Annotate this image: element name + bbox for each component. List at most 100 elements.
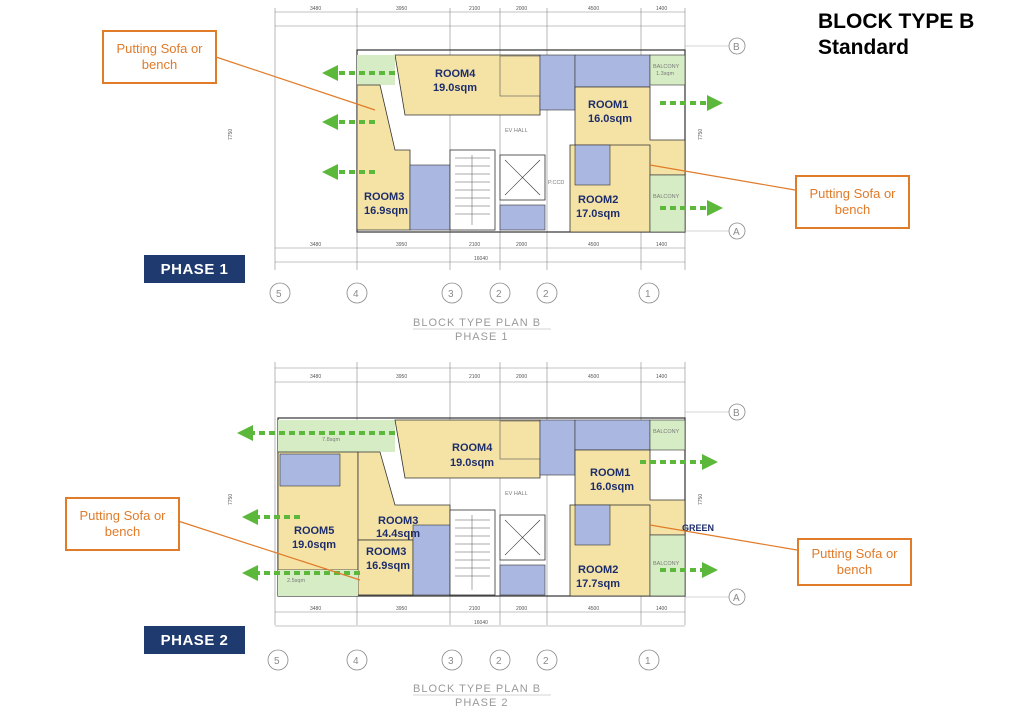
phase1-dimensions-bottom bbox=[275, 247, 685, 263]
phase1-total-dim: 16040 bbox=[474, 256, 488, 262]
block-variant-title: Standard bbox=[818, 36, 910, 59]
phase1-room3-bath bbox=[409, 164, 451, 231]
phase1-side-dim-right: 7750 bbox=[698, 129, 704, 140]
phase1-pcd-label: P.CCD bbox=[548, 180, 564, 186]
grid-bubble-label: 4 bbox=[353, 656, 359, 667]
phase2-bath-top-left bbox=[539, 419, 576, 476]
phase2-room2-label: ROOM2 bbox=[578, 564, 618, 576]
phase1-plan-subtitle: PHASE 1 bbox=[455, 331, 508, 343]
phase1-balcony-bottom-label: BALCONY bbox=[653, 194, 680, 200]
dim-label: 1400 bbox=[656, 242, 667, 248]
phase2-callout-left: Putting Sofa or bench bbox=[65, 497, 180, 551]
dim-label: 3480 bbox=[310, 6, 321, 12]
phase2-balcony-top-label: BALCONY bbox=[653, 429, 680, 435]
dim-label: 3950 bbox=[396, 606, 407, 612]
dim-label: 2100 bbox=[469, 374, 480, 380]
phase1-badge: PHASE 1 bbox=[144, 255, 245, 283]
phase1-stair-treads bbox=[455, 155, 490, 225]
dim-label: 1400 bbox=[656, 374, 667, 380]
phase2-plan: 3480 3950 2100 2000 4500 1400 bbox=[174, 362, 798, 709]
phase1-bath-top-left bbox=[539, 54, 576, 111]
phase2-room2-area: 17.7sqm bbox=[576, 578, 620, 590]
phase2-room5-label: ROOM5 bbox=[294, 525, 334, 537]
phase1-plan-title: BLOCK TYPE PLAN B bbox=[413, 317, 541, 329]
phase2-room2-bath bbox=[574, 504, 611, 546]
phase2-room3a-area: 14.4sqm bbox=[376, 528, 420, 540]
dim-label: 4500 bbox=[588, 374, 599, 380]
dim-label: 3950 bbox=[396, 242, 407, 248]
phase2-room4-label: ROOM4 bbox=[452, 442, 493, 454]
phase2-room4-bath bbox=[499, 420, 541, 460]
phase1-bath-top-right bbox=[574, 54, 651, 88]
phase1-callout-right-leader bbox=[649, 164, 796, 191]
grid-bubble-label: 2 bbox=[496, 656, 502, 667]
phase2-small-area-bottom: 2.5sqm bbox=[287, 578, 305, 584]
phase1-balcony-bottom bbox=[649, 174, 686, 233]
phase1-room4-area: 19.0sqm bbox=[433, 82, 477, 94]
dim-label: 2000 bbox=[516, 606, 527, 612]
phase2-wc bbox=[499, 564, 546, 596]
dim-label: 4500 bbox=[588, 6, 599, 12]
phase1-flow-arrows bbox=[322, 65, 723, 216]
phase2-total-dim: 16040 bbox=[474, 620, 488, 626]
dim-label: 4500 bbox=[588, 606, 599, 612]
phase1-ev-hall-label: EV HALL bbox=[505, 128, 528, 134]
dim-label: 3950 bbox=[396, 374, 407, 380]
phase2-room5-bath bbox=[279, 453, 341, 487]
dim-label: 2000 bbox=[516, 6, 527, 12]
phase2-row-bubble-b: B bbox=[728, 403, 746, 421]
phase2-flow-arrows bbox=[237, 425, 718, 581]
grid-bubble-label: 2 bbox=[543, 656, 549, 667]
phase1-room3-label: ROOM3 bbox=[364, 191, 404, 203]
phase2-bath-top-right bbox=[574, 419, 651, 451]
phase1-room2-area: 17.0sqm bbox=[576, 208, 620, 220]
phase2-balcony-bottom bbox=[649, 534, 686, 597]
dim-label: 3480 bbox=[310, 606, 321, 612]
phase2-stair bbox=[449, 509, 496, 596]
phase2-room1-area: 16.0sqm bbox=[590, 481, 634, 493]
svg-text:A: A bbox=[733, 227, 740, 238]
phase1-room4-bath bbox=[499, 55, 541, 97]
grid-bubble-label: 2 bbox=[496, 289, 502, 300]
phase2-callout-right: Putting Sofa or bench bbox=[797, 538, 912, 586]
dim-label: 3480 bbox=[310, 374, 321, 380]
phase2-small-area-top: 7.8sqm bbox=[322, 437, 340, 443]
phase1-row-bubble-a: A bbox=[728, 222, 746, 240]
phase1-room1-label: ROOM1 bbox=[588, 99, 628, 111]
phase1-room2-bath bbox=[574, 144, 611, 186]
dim-label: 2000 bbox=[516, 374, 527, 380]
phase2-room3a-label: ROOM3 bbox=[378, 515, 418, 527]
phase1-callout-right: Putting Sofa or bench bbox=[795, 175, 910, 229]
phase1-room4-label: ROOM4 bbox=[435, 68, 476, 80]
phase2-room1-label: ROOM1 bbox=[590, 467, 630, 479]
svg-text:A: A bbox=[733, 593, 740, 604]
phase2-room3b-zone bbox=[357, 539, 414, 596]
phase2-ev-hall-label: EV HALL bbox=[505, 491, 528, 497]
phase1-room1-area: 16.0sqm bbox=[588, 113, 632, 125]
grid-bubble-label: 5 bbox=[274, 656, 280, 667]
grid-bubble-label: 5 bbox=[276, 289, 282, 300]
grid-bubble-label: 3 bbox=[448, 289, 454, 300]
grid-bubble-label: 3 bbox=[448, 656, 454, 667]
phase1-balcony-top-area: 1.3sqm bbox=[656, 71, 674, 77]
block-type-title: BLOCK TYPE B bbox=[818, 10, 975, 33]
phase1-wc bbox=[499, 204, 546, 231]
svg-text:B: B bbox=[733, 408, 740, 419]
phase2-room4-area: 19.0sqm bbox=[450, 457, 494, 469]
phase2-callout-left-leader bbox=[174, 519, 361, 581]
grid-bubble-label: 4 bbox=[353, 289, 359, 300]
phase2-room3b-area: 16.9sqm bbox=[366, 560, 410, 572]
phase1-plan: 3480 3950 2100 2000 4500 1400 bbox=[209, 6, 796, 343]
phase2-room3b-bath bbox=[412, 524, 451, 596]
phase1-callout-left: Putting Sofa or bench bbox=[102, 30, 217, 84]
dim-label: 1400 bbox=[656, 6, 667, 12]
phase2-room3b-label: ROOM3 bbox=[366, 546, 406, 558]
phase2-row-bubble-a: A bbox=[728, 588, 746, 606]
phase2-callout-right-leader bbox=[649, 524, 798, 551]
phase2-side-dim: 7750 bbox=[228, 494, 234, 505]
phase1-balcony-top bbox=[649, 54, 686, 86]
dim-label: 3950 bbox=[396, 6, 407, 12]
phase2-dimensions-bottom bbox=[275, 611, 685, 627]
